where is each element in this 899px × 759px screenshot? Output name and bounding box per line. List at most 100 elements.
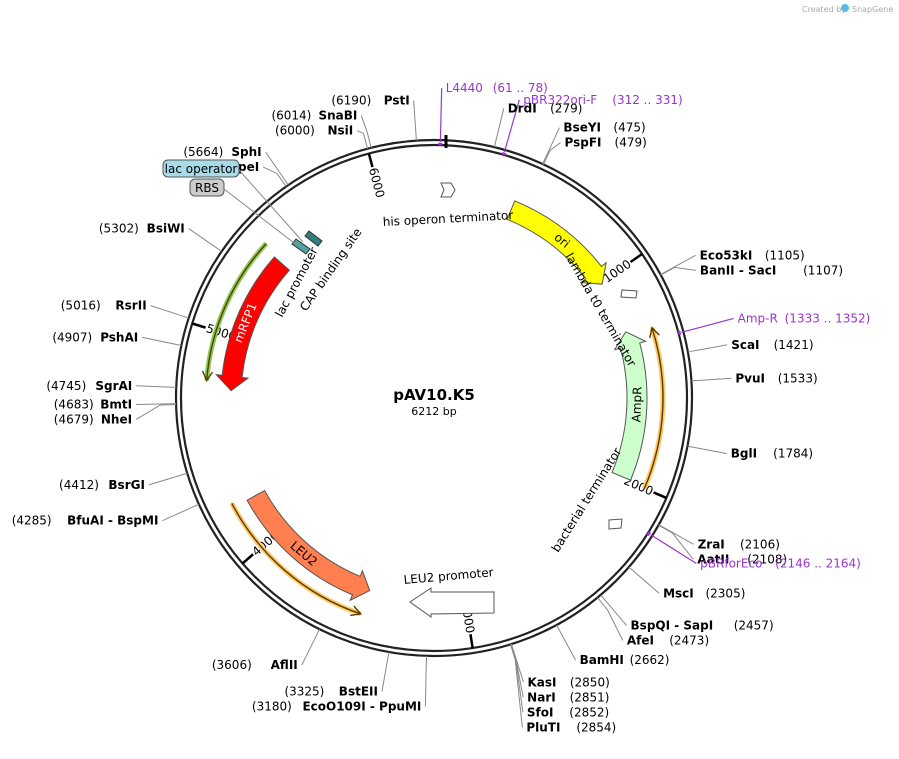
site-position: (3606) (212, 658, 252, 672)
site-name: AfeI (627, 633, 654, 647)
feature-leu2-arrow[interactable] (246, 489, 371, 602)
site-name: SgrAI (95, 379, 132, 393)
site-nsii[interactable]: NsiI(6000) (275, 124, 353, 138)
leader-aflii (301, 628, 320, 666)
site-bgli[interactable]: BglI(1784) (731, 447, 813, 461)
feature-ampr-arrow[interactable] (611, 331, 648, 481)
site-pvui[interactable]: PvuI(1533) (735, 371, 817, 385)
site-bfuai-bspmi[interactable]: BfuAI - BspMI(4285) (12, 514, 159, 528)
plasmid-size: 6212 bp (411, 405, 456, 418)
leader-aatii (658, 524, 694, 560)
site-rsrii[interactable]: RsrII(5016) (61, 299, 147, 313)
leader-msci (628, 566, 660, 594)
backbone-inner-circle (179, 143, 689, 653)
site-position: (3325) (284, 684, 324, 698)
rbs-tag[interactable] (189, 178, 225, 197)
primer-pbrforeco-mark (646, 531, 651, 536)
site-bmti[interactable]: BmtI(4683) (54, 397, 132, 411)
site-bspqi-sapi[interactable]: BspQI - SapI(2457) (631, 618, 774, 632)
site-name: BanII - SacI (700, 263, 776, 277)
site-pshai[interactable]: PshAI(4907) (52, 330, 138, 344)
site-name: MscI (663, 586, 694, 600)
site-bseyi[interactable]: BseYI(475) (563, 121, 645, 135)
leader-bspqi-sapi (600, 594, 627, 626)
primer-pbr322ori-f-leader (503, 99, 520, 153)
site-name: ZraI (698, 537, 725, 551)
site-position: (1105) (765, 248, 805, 262)
site-name: SnaBI (318, 109, 357, 123)
site-zrai[interactable]: ZraI(2106) (698, 537, 780, 551)
site-position: (5664) (183, 145, 223, 159)
site-position: (2305) (705, 586, 745, 600)
site-position: (4285) (12, 514, 52, 528)
snapgene-brand[interactable]: SnapGene (852, 5, 893, 14)
lac-promoter-box[interactable] (304, 230, 323, 247)
site-name: EcoO109I - PpuMI (302, 699, 421, 713)
leader-afei (597, 597, 624, 641)
leu2-translation-band-line (231, 502, 361, 615)
site-scai[interactable]: ScaI(1421) (731, 338, 813, 352)
leader-bseyi (542, 127, 560, 165)
primer-pbrforeco-leader (650, 534, 697, 564)
site-sphi[interactable]: SphI(5664) (183, 145, 261, 159)
tick-6000 (367, 153, 374, 168)
tick-label-1000: 1000 (601, 257, 634, 286)
primer-pbr322ori-f[interactable]: pBR322ori-F(312 .. 331) (523, 93, 682, 107)
leader-bsiwi (188, 228, 222, 252)
site-position: (4745) (46, 379, 86, 393)
site-ecoo109i-ppumi[interactable]: EcoO109I - PpuMI(3180) (252, 699, 422, 713)
lac-operator-tag[interactable] (162, 159, 240, 178)
site-position: (5016) (61, 299, 101, 313)
primer-amp-r[interactable]: Amp-R(1333 .. 1352) (738, 311, 871, 325)
site-eco53ki[interactable]: Eco53kI (1105) (700, 248, 805, 262)
lambda-t0-terminator-arrow[interactable] (620, 289, 638, 299)
site-aflii[interactable]: AflII(3606) (212, 658, 298, 672)
tick-1000 (629, 253, 643, 264)
leader-ecoo109i-ppumi (424, 655, 428, 707)
site-position: (475) (613, 121, 645, 135)
tick-3000 (469, 634, 474, 649)
lac-operator-label: lac operator (165, 162, 238, 176)
site-banii-saci[interactable]: BanII - SacI(1107) (700, 263, 843, 277)
rbs-leader (223, 188, 299, 247)
site-afei[interactable]: AfeI(2473) (627, 633, 709, 647)
primer-range: (61 .. 78) (493, 81, 548, 95)
leu2-promoter-arrow[interactable] (409, 587, 495, 618)
site-position: (4412) (59, 478, 99, 492)
primer-l4440[interactable]: L4440(61 .. 78) (446, 81, 548, 95)
site-aatii[interactable]: AatII(2108) (697, 552, 787, 566)
leu2-translation-band-arrowhead (350, 605, 363, 617)
site-nari[interactable]: NarI(2851) (527, 690, 609, 704)
site-kasi[interactable]: KasI(2850) (527, 675, 609, 689)
site-position: (2854) (576, 720, 616, 734)
tick-5000 (191, 322, 206, 329)
leader-bgli (687, 445, 727, 455)
site-psti[interactable]: PstI(6190) (331, 94, 409, 108)
his-operon-terminator-arrow[interactable] (440, 182, 456, 198)
feature-mrfp1-arrow[interactable] (214, 256, 291, 392)
site-name: NsiI (328, 124, 354, 138)
feature-ori-arrow[interactable] (506, 200, 607, 285)
bacterial-terminator-arrow[interactable] (608, 518, 623, 530)
snapgene-logo-icon (841, 4, 849, 12)
leader-scai (687, 344, 728, 353)
site-drdi[interactable]: DrdI(279) (508, 101, 583, 115)
site-position: (6014) (271, 109, 311, 123)
site-nhei[interactable]: NheI(4679) (54, 412, 132, 426)
site-pspfi[interactable]: PspFI(479) (565, 136, 647, 150)
site-bsiwi[interactable]: BsiWI(5302) (99, 222, 185, 236)
site-position: (2662) (630, 653, 670, 667)
site-bsteii[interactable]: BstEII(3325) (284, 684, 378, 698)
site-sgrai[interactable]: SgrAI (4745) (46, 379, 132, 393)
site-sfoi[interactable]: SfoI(2852) (527, 705, 609, 719)
site-bamhi[interactable]: BamHI(2662) (580, 653, 670, 667)
site-name: BsrGI (108, 478, 145, 492)
site-snabi[interactable]: SnaBI (6014) (271, 109, 357, 123)
leader-drdi (493, 108, 505, 148)
site-position: (4679) (54, 412, 94, 426)
primer-pbrforeco[interactable]: pBRforEco(2146 .. 2164) (700, 556, 861, 570)
site-msci[interactable]: MscI (2305) (663, 586, 745, 600)
site-bsrgi[interactable]: BsrGI (4412) (59, 478, 145, 492)
site-pluti[interactable]: PluTI(2854) (526, 720, 616, 734)
site-name: Eco53kI (700, 248, 753, 262)
